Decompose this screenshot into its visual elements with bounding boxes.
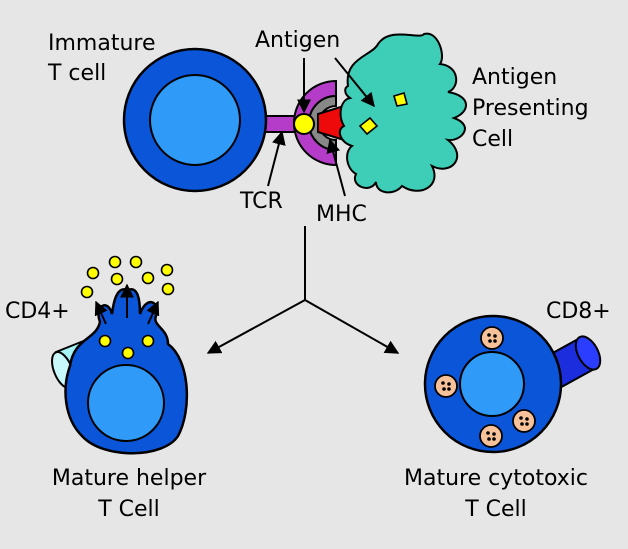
helper-label-line2: T Cell	[97, 497, 160, 522]
cytotoxic-label-line2: T Cell	[464, 497, 527, 522]
immature-label-line2: T cell	[47, 61, 106, 86]
secreted-cytokines	[80, 255, 175, 299]
cytotoxic-label-line1: Mature cytotoxic	[404, 466, 588, 491]
mhc-label: MHC	[316, 202, 367, 227]
antigen-fragment-2	[358, 116, 379, 136]
cytotoxic-granules	[434, 326, 536, 448]
antigen-presenting-cell	[338, 32, 467, 194]
immature-t-cell	[122, 47, 297, 193]
helper-label-line1: Mature helper	[52, 466, 207, 491]
apc-label-line1: Antigen	[472, 65, 557, 90]
secretion-arrows	[94, 283, 160, 325]
differentiation-arrows	[206, 226, 400, 354]
cd4-label: CD4+	[5, 299, 70, 324]
antigen-fragment-1	[393, 91, 408, 107]
immature-label-line1: Immature	[48, 31, 156, 56]
apc-label-line3: Cell	[472, 127, 513, 152]
tcr-label: TCR	[239, 189, 283, 214]
mature-cytotoxic-t-cell	[423, 314, 602, 454]
antigen-label: Antigen	[255, 28, 340, 53]
top-pointer-arrows	[267, 57, 375, 197]
cd8-label: CD8+	[546, 299, 611, 324]
cell-vesicles	[98, 334, 155, 360]
bound-antigen	[293, 113, 315, 135]
apc-label-line2: Presenting	[472, 96, 589, 121]
